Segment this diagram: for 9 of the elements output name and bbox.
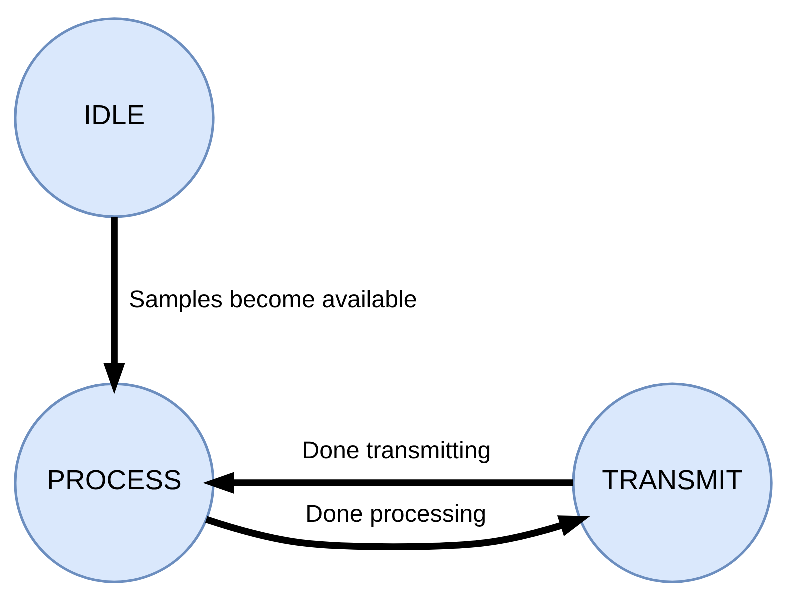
arrow [203, 472, 574, 494]
edge-label: Done transmitting [302, 436, 492, 464]
node-circle: PROCESS [14, 382, 215, 583]
node-circle: IDLE [14, 17, 215, 218]
arrow [104, 216, 126, 394]
node-circle: TRANSMIT [572, 382, 773, 583]
arrow [205, 515, 590, 550]
edge-label: Samples become available [129, 286, 418, 314]
edge-label: Done processing [306, 500, 487, 528]
